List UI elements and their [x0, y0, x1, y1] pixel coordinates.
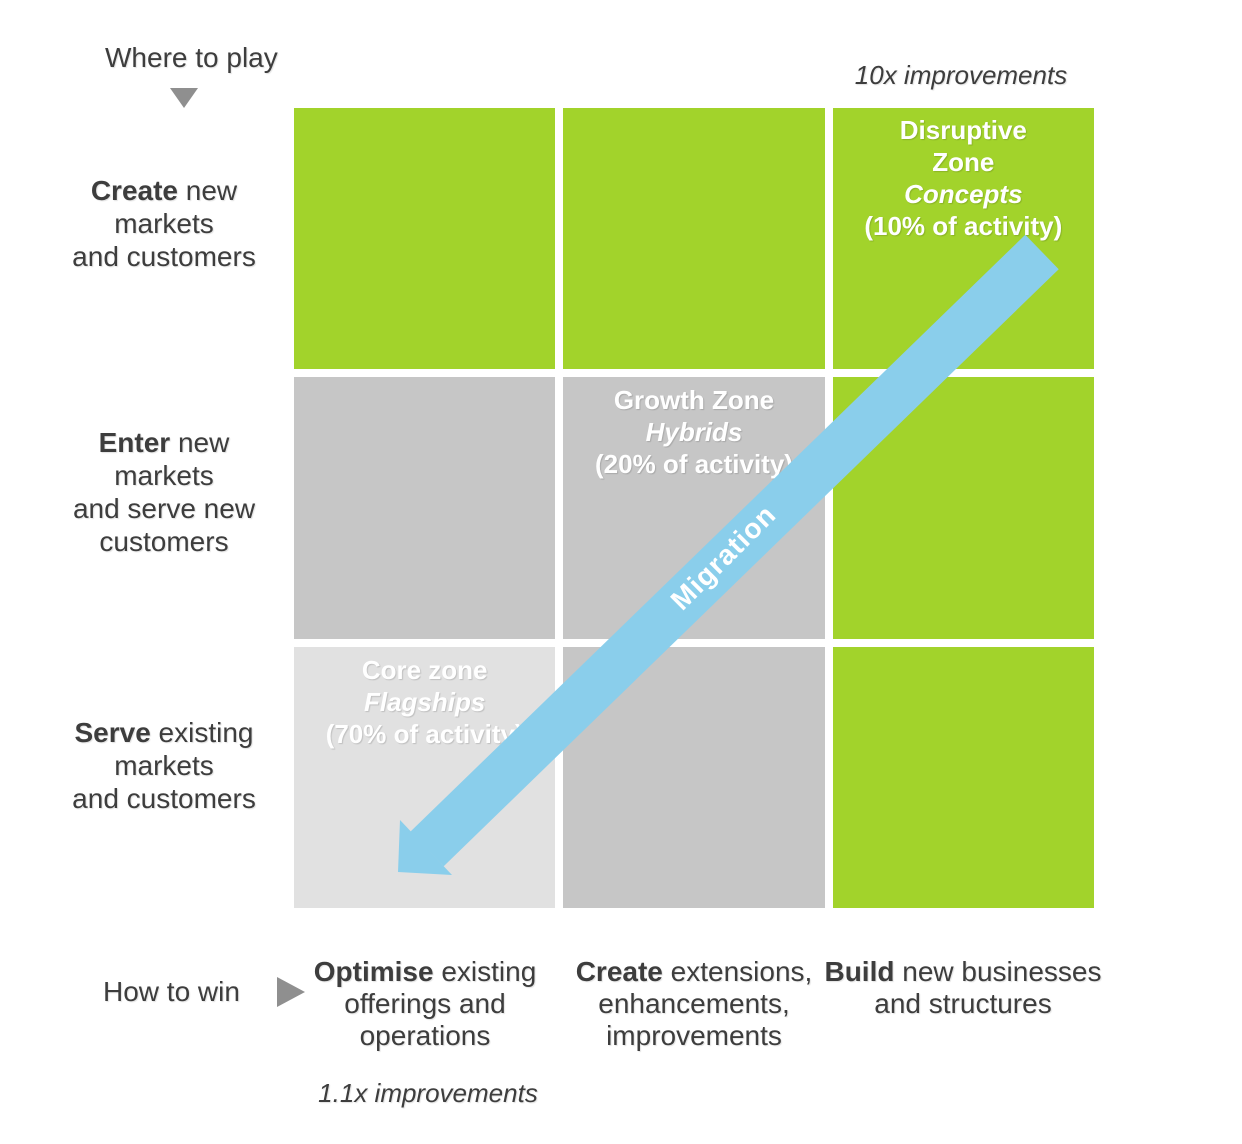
- cell-growth-zone: Growth Zone Hybrids (20% of activity): [563, 377, 825, 639]
- col-label-bold: Optimise: [313, 956, 434, 987]
- bottom-scale-label: 1.1x improvements: [318, 1078, 538, 1108]
- down-triangle-icon: [170, 88, 198, 108]
- col-label-create: Create extensions, enhancements, improve…: [549, 956, 839, 1052]
- row-label-enter-new-markets: Enter new markets and serve new customer…: [38, 426, 290, 558]
- disruptive-zone-text: Disruptive Zone Concepts (10% of activit…: [833, 108, 1094, 242]
- cell-create-create: [563, 108, 825, 370]
- col-label-bold: Create: [575, 956, 663, 987]
- row-label-rest: new markets and serve new customers: [72, 427, 256, 557]
- matrix-grid: Disruptive Zone Concepts (10% of activit…: [294, 108, 1094, 908]
- row-label-serve-existing-markets: Serve existing markets and customers: [38, 716, 290, 815]
- where-to-play-label: Where to play: [105, 42, 278, 73]
- cell-serve-create: [563, 646, 825, 908]
- col-label-rest: new businesses and structures: [874, 956, 1102, 1019]
- zone-title: Disruptive Zone: [899, 115, 1027, 177]
- col-label-optimise: Optimise existing offerings and operatio…: [280, 956, 570, 1052]
- cell-serve-build: [832, 646, 1094, 908]
- cell-enter-optimise: [294, 377, 556, 639]
- zone-activity: (10% of activity): [864, 211, 1063, 241]
- top-scale-label: 10x improvements: [854, 60, 1068, 90]
- col-label-rest: extensions, enhancements, improvements: [598, 956, 813, 1051]
- col-label-build: Build new businesses and structures: [818, 956, 1108, 1020]
- row-label-bold: Create: [90, 175, 178, 206]
- cell-enter-build: [832, 377, 1094, 639]
- row-label-rest: existing markets and customers: [72, 717, 256, 814]
- zone-title: Core zone: [361, 654, 488, 685]
- cell-disruptive-zone: Disruptive Zone Concepts (10% of activit…: [832, 108, 1094, 370]
- growth-zone-text: Growth Zone Hybrids (20% of activity): [563, 377, 824, 480]
- cell-create-optimise: [294, 108, 556, 370]
- col-label-bold: Build: [824, 956, 895, 987]
- row-label-create-new-markets: Create new markets and customers: [38, 174, 290, 273]
- row-label-rest: new markets and customers: [72, 175, 256, 272]
- zone-activity: (20% of activity): [595, 449, 793, 480]
- zone-subtitle: Flagships: [363, 686, 486, 717]
- core-zone-text: Core zone Flagships (70% of activity): [294, 647, 555, 750]
- row-label-bold: Serve: [74, 717, 151, 748]
- how-to-win-label: How to win: [103, 976, 240, 1007]
- cell-core-zone: Core zone Flagships (70% of activity): [294, 646, 556, 908]
- right-triangle-icon: [277, 977, 305, 1007]
- row-label-bold: Enter: [98, 427, 171, 458]
- zone-subtitle: Hybrids: [645, 417, 743, 448]
- zone-subtitle: Concepts: [904, 179, 1023, 209]
- zone-activity: (70% of activity): [325, 718, 524, 749]
- zone-title: Growth Zone: [613, 385, 775, 416]
- col-label-rest: existing offerings and operations: [344, 956, 537, 1051]
